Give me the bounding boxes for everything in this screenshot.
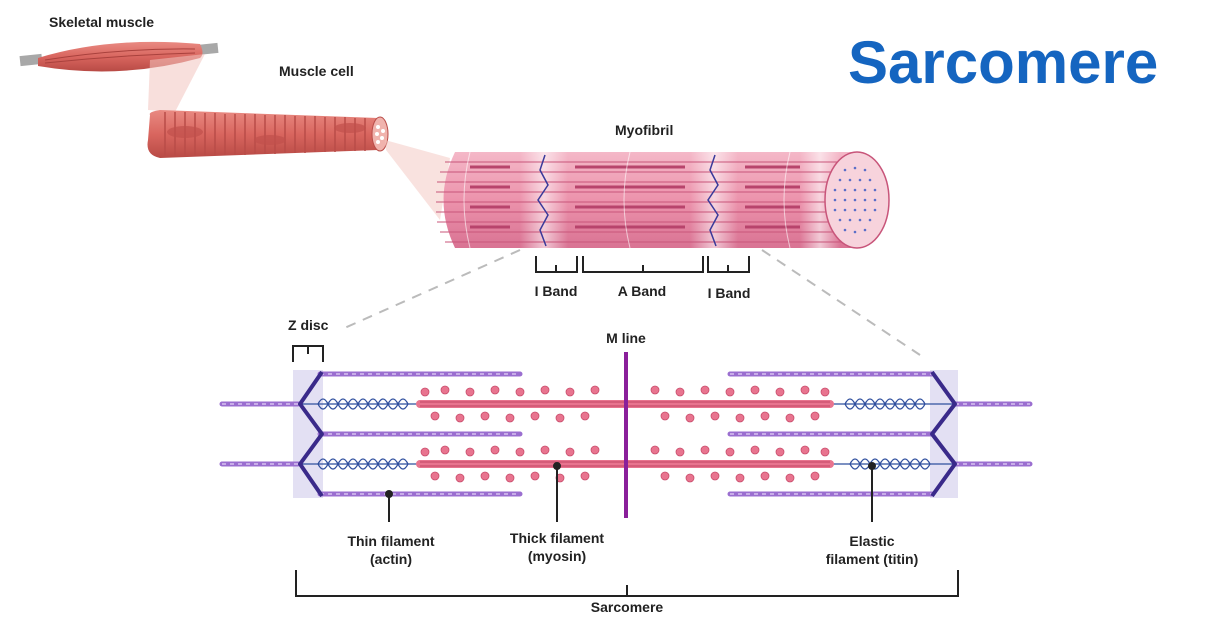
z-disc-lines [298, 370, 957, 498]
label-thin-filament-line1: Thin filament [347, 533, 435, 549]
band-brackets [535, 256, 750, 273]
label-i-band-left: I Band [534, 283, 578, 299]
label-elastic-filament-line1: Elastic [849, 533, 895, 549]
myofibril [436, 151, 890, 249]
label-a-band: A Band [617, 283, 667, 299]
label-elastic-filament: Elastic filament (titin) [826, 532, 919, 568]
label-i-band-right: I Band [707, 285, 751, 301]
label-elastic-filament-line2: filament (titin) [825, 551, 919, 567]
zoom-dashed-lines [339, 249, 921, 356]
zoom-cone-myofibril [385, 140, 450, 220]
pointer-lines [385, 462, 876, 522]
label-z-disc: Z disc [288, 317, 329, 333]
muscle-cell [147, 110, 389, 158]
label-sarcomere: Sarcomere [590, 599, 664, 615]
thin-filaments [219, 371, 1033, 497]
label-m-line: M line [606, 330, 646, 346]
label-skeletal-muscle: Skeletal muscle [49, 14, 155, 30]
label-thin-filament-line2: (actin) [370, 551, 412, 567]
page-title: Sarcomere [848, 29, 1159, 96]
label-thin-filament: Thin filament (actin) [347, 532, 434, 568]
label-thick-filament: Thick filament (myosin) [510, 529, 604, 565]
zoom-cone-cell [148, 54, 205, 112]
label-myofibril: Myofibril [615, 122, 674, 138]
z-disc-bracket [292, 345, 324, 362]
titin-filaments [300, 398, 955, 470]
sarcomere-bracket [295, 570, 959, 597]
label-muscle-cell: Muscle cell [279, 63, 354, 79]
label-thick-filament-line1: Thick filament [509, 530, 605, 546]
label-thick-filament-line2: (myosin) [527, 548, 587, 564]
